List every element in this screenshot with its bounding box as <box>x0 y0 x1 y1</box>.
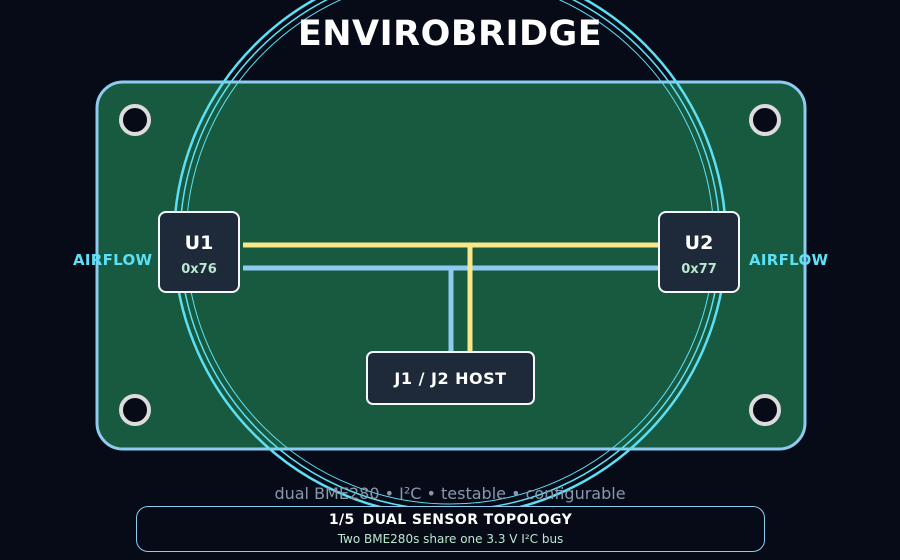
sensor-chip-u2[interactable]: U2 0x77 <box>658 211 740 293</box>
mounting-hole-bottom-left <box>119 394 151 426</box>
airflow-label-left: AIRFLOW <box>73 251 153 269</box>
airflow-label-right: AIRFLOW <box>749 251 829 269</box>
chip-address: 0x77 <box>681 262 717 277</box>
mounting-hole-top-right <box>749 104 781 136</box>
host-connector[interactable]: J1 / J2 HOST <box>366 351 535 405</box>
chip-ref: U2 <box>684 232 714 254</box>
panel-description: Two BME280s share one 3.3 V I²C bus <box>337 532 564 546</box>
mounting-hole-bottom-right <box>749 394 781 426</box>
sensor-chip-u1[interactable]: U1 0x76 <box>158 211 240 293</box>
subtitle: dual BME280 • I²C • testable • configura… <box>274 484 626 503</box>
panel-heading-row: 1/5 DUAL SENSOR TOPOLOGY <box>137 512 764 528</box>
step-indicator: 1/5 <box>328 512 355 528</box>
chip-ref: U1 <box>184 232 214 254</box>
mounting-hole-top-left <box>119 104 151 136</box>
panel-heading: DUAL SENSOR TOPOLOGY <box>362 512 573 528</box>
chip-address: 0x76 <box>181 262 217 277</box>
caption-panel: 1/5 DUAL SENSOR TOPOLOGY Two BME280s shar… <box>136 506 765 552</box>
page-title: ENVIROBRIDGE <box>297 14 603 54</box>
